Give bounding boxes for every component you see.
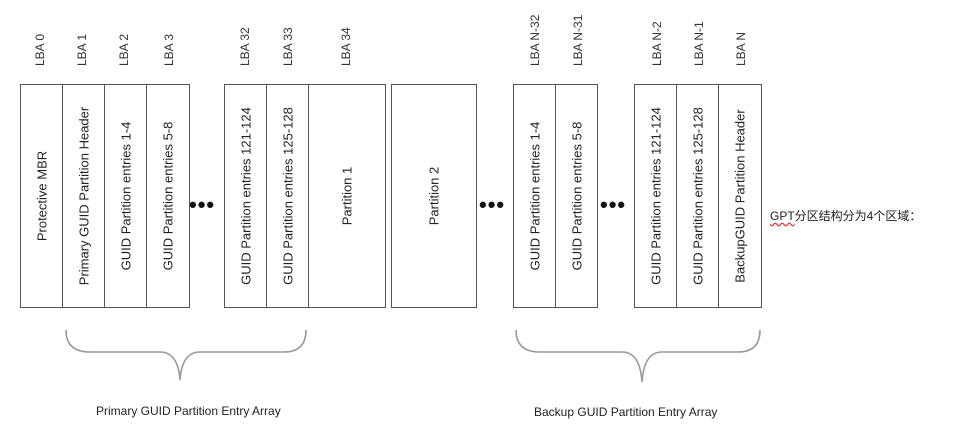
cell-protective-mbr: Protective MBR xyxy=(20,84,63,308)
cell-entries-125-128: GUID Partition entries 125-128 xyxy=(266,84,309,308)
cell-backup-header: BackupGUID Partition Header xyxy=(718,84,762,308)
primary-array-label: Primary GUID Partition Entry Array xyxy=(96,404,281,418)
cell-entries-121-124: GUID Partition entries 121-124 xyxy=(224,84,267,308)
backup-brace xyxy=(515,329,761,383)
cell-primary-header: Primary GUID Partition Header xyxy=(62,84,105,308)
cell-entries-5-8: GUID Partition entries 5-8 xyxy=(146,84,190,308)
cell-backup-entries-1-4: GUID Partition entries 1-4 xyxy=(513,84,556,308)
cell-backup-entries-5-8: GUID Partition entries 5-8 xyxy=(555,84,598,308)
gpt-note-text: 分区结构分为4个区域： xyxy=(794,209,922,223)
cell-backup-entries-121-124: GUID Partition entries 121-124 xyxy=(634,84,677,308)
gpt-note-underlined: GPT xyxy=(770,209,795,223)
primary-brace xyxy=(65,329,307,381)
backup-array-label: Backup GUID Partition Entry Array xyxy=(534,405,718,419)
cell-partition-2: Partition 2 xyxy=(391,84,477,308)
cell-entries-1-4: GUID Partition entries 1-4 xyxy=(104,84,147,308)
cell-partition-1: Partition 1 xyxy=(308,84,386,308)
gpt-note: GPT分区结构分为4个区域： xyxy=(770,207,921,224)
